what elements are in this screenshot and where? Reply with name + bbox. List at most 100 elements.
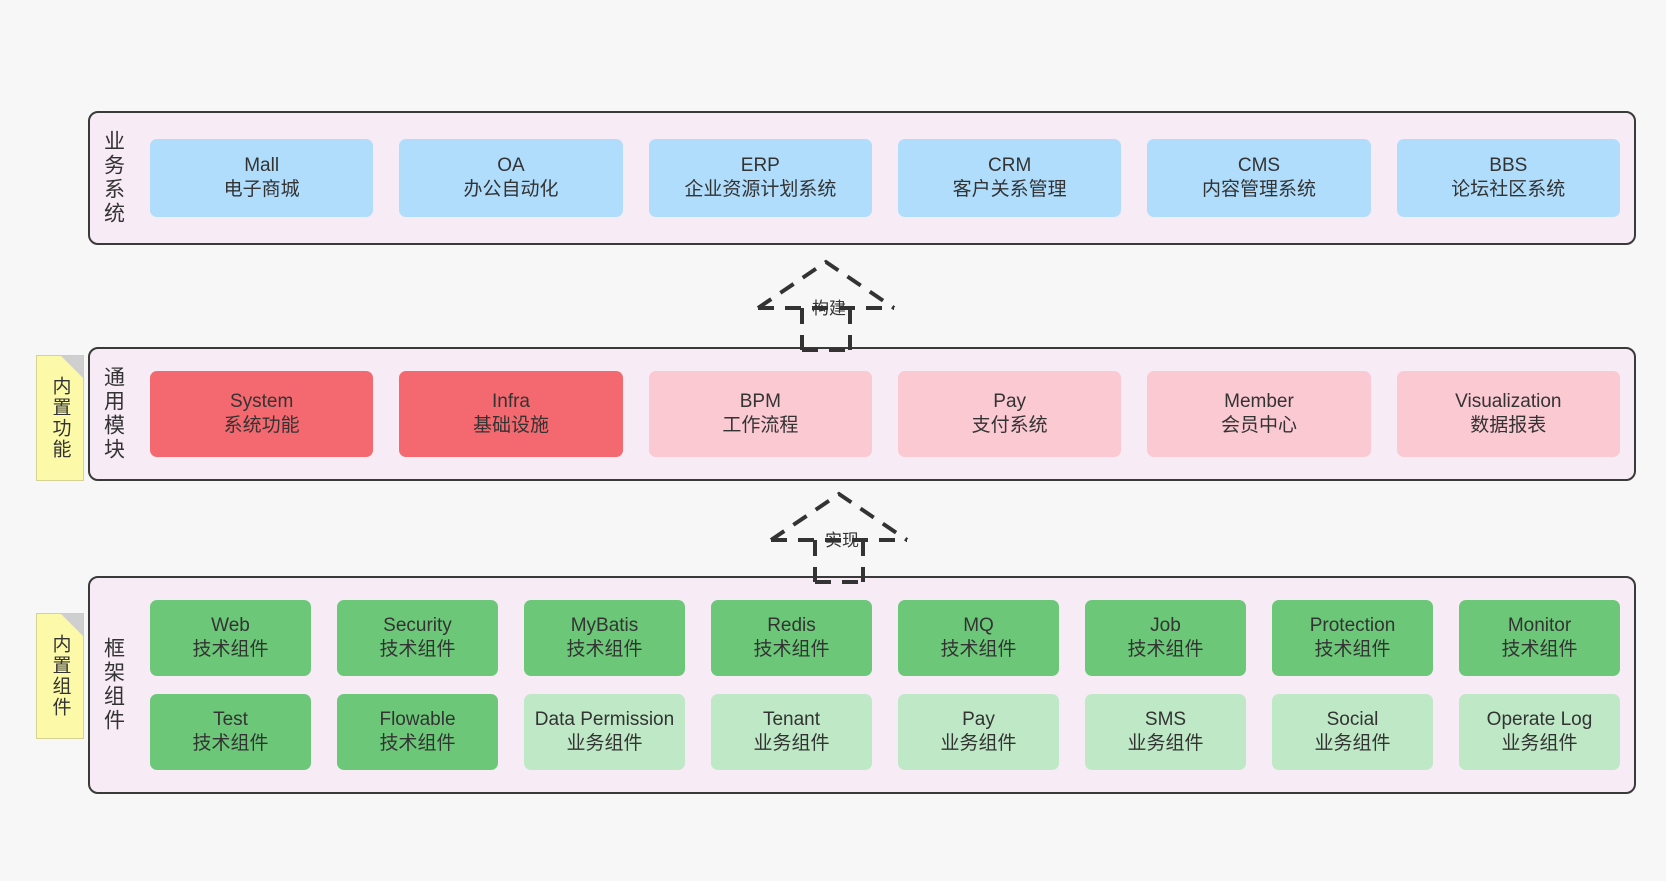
card-title-en: MQ <box>963 614 994 636</box>
connector-build-label: 构建 <box>812 299 846 318</box>
card-title-en: CMS <box>1237 154 1281 176</box>
business-card-oa[interactable]: OA 办公自动化 <box>399 139 623 217</box>
card-title-en: Pay <box>962 708 995 730</box>
card-title-cn: 业务组件 <box>1127 733 1204 754</box>
card-title-en: OA <box>497 154 525 176</box>
connector-realize: 实现 <box>763 488 953 584</box>
card-title-en: Data Permission <box>534 708 675 730</box>
business-card-cms[interactable]: CMS 内容管理系统 <box>1147 139 1371 217</box>
business-card-bbs[interactable]: BBS 论坛社区系统 <box>1396 139 1620 217</box>
card-title-en: Job <box>1150 614 1181 636</box>
card-title-en: Tenant <box>762 708 821 730</box>
card-title-en: Mall <box>244 154 280 176</box>
card-title-cn: 技术组件 <box>753 639 830 660</box>
card-title-en: Visualization <box>1455 390 1562 412</box>
card-title-en: Web <box>211 614 250 636</box>
framework-card-job[interactable]: Job 技术组件 <box>1085 600 1246 676</box>
card-title-en: Redis <box>767 614 816 636</box>
card-title-cn: 业务组件 <box>566 733 643 754</box>
card-title-en: System <box>229 390 294 412</box>
module-card-visualization[interactable]: Visualization 数据报表 <box>1396 371 1620 457</box>
connector-build: 构建 <box>750 256 940 352</box>
card-title-en: Protection <box>1309 614 1396 636</box>
framework-card-web[interactable]: Web 技术组件 <box>150 600 311 676</box>
framework-card-test[interactable]: Test 技术组件 <box>150 694 311 770</box>
card-title-cn: 办公自动化 <box>463 179 559 200</box>
card-title-cn: 工作流程 <box>722 415 799 436</box>
framework-card-tenant[interactable]: Tenant 业务组件 <box>711 694 872 770</box>
card-title-cn: 技术组件 <box>566 639 643 660</box>
card-title-cn: 支付系统 <box>971 415 1048 436</box>
card-title-en: Monitor <box>1507 614 1572 636</box>
module-card-bpm[interactable]: BPM 工作流程 <box>648 371 872 457</box>
framework-card-sms[interactable]: SMS 业务组件 <box>1085 694 1246 770</box>
module-card-system[interactable]: System 系统功能 <box>150 371 374 457</box>
card-title-en: Social <box>1326 708 1379 730</box>
framework-card-mq[interactable]: MQ 技术组件 <box>898 600 1059 676</box>
card-title-cn: 内容管理系统 <box>1201 179 1316 200</box>
card-title-cn: 技术组件 <box>1127 639 1204 660</box>
card-title-cn: 企业资源计划系统 <box>684 179 837 200</box>
module-card-pay[interactable]: Pay 支付系统 <box>897 371 1122 457</box>
card-title-cn: 业务组件 <box>753 733 830 754</box>
card-title-en: Infra <box>491 390 530 412</box>
layer-common-modules-label: 通用模块 <box>101 366 125 462</box>
card-title-cn: 论坛社区系统 <box>1451 179 1566 200</box>
framework-card-operate-log[interactable]: Operate Log 业务组件 <box>1459 694 1620 770</box>
business-card-erp[interactable]: ERP 企业资源计划系统 <box>648 139 872 217</box>
realize-arrow-icon <box>769 491 909 584</box>
card-title-cn: 技术组件 <box>940 639 1017 660</box>
card-title-cn: 技术组件 <box>1501 639 1578 660</box>
framework-card-redis[interactable]: Redis 技术组件 <box>711 600 872 676</box>
module-card-infra[interactable]: Infra 基础设施 <box>399 371 623 457</box>
card-title-en: Test <box>213 708 248 730</box>
framework-card-monitor[interactable]: Monitor 技术组件 <box>1459 600 1620 676</box>
layer-business-system: 业务系统 Mall 电子商城 OA 办公自动化 ERP 企业资源计划系统 CRM 客户关系管理… <box>88 111 1636 245</box>
card-title-en: Pay <box>993 390 1027 412</box>
card-title-cn: 技术组件 <box>192 733 269 754</box>
card-title-cn: 系统功能 <box>223 415 300 436</box>
framework-card-data-permission[interactable]: Data Permission 业务组件 <box>524 694 685 770</box>
card-title-cn: 技术组件 <box>379 639 456 660</box>
framework-card-social[interactable]: Social 业务组件 <box>1272 694 1433 770</box>
layer-common-modules: 通用模块 System 系统功能 Infra 基础设施 BPM 工作流程 Pay 支付系统 Me… <box>88 347 1636 481</box>
module-card-member[interactable]: Member 会员中心 <box>1147 371 1371 457</box>
framework-card-security[interactable]: Security 技术组件 <box>337 600 498 676</box>
business-card-crm[interactable]: CRM 客户关系管理 <box>897 139 1122 217</box>
card-title-en: CRM <box>988 154 1032 176</box>
card-title-cn: 基础设施 <box>472 415 549 436</box>
layer-framework-components-label: 框架组件 <box>101 637 125 733</box>
card-title-en: Flowable <box>379 708 456 730</box>
card-title-cn: 业务组件 <box>1314 733 1391 754</box>
card-title-cn: 会员中心 <box>1220 415 1297 436</box>
card-title-cn: 数据报表 <box>1470 415 1547 436</box>
card-title-en: Member <box>1224 390 1294 412</box>
card-title-cn: 客户关系管理 <box>952 179 1067 200</box>
framework-card-mybatis[interactable]: MyBatis 技术组件 <box>524 600 685 676</box>
sticky-note-builtin-function: 内置功能 <box>36 355 84 481</box>
layer-common-modules-body: System 系统功能 Infra 基础设施 BPM 工作流程 Pay 支付系统 Member 会… <box>136 349 1634 479</box>
layer-business-system-body: Mall 电子商城 OA 办公自动化 ERP 企业资源计划系统 CRM 客户关系管理 CMS 内容… <box>136 113 1634 243</box>
card-title-en: Operate Log <box>1486 708 1593 730</box>
card-title-cn: 业务组件 <box>1501 733 1578 754</box>
card-title-en: SMS <box>1144 708 1187 730</box>
common-modules-row: System 系统功能 Infra 基础设施 BPM 工作流程 Pay 支付系统 Member 会… <box>150 371 1620 457</box>
card-title-en: BPM <box>739 390 781 412</box>
business-system-row: Mall 电子商城 OA 办公自动化 ERP 企业资源计划系统 CRM 客户关系管理 CMS 内容… <box>150 139 1620 217</box>
business-card-mall[interactable]: Mall 电子商城 <box>150 139 374 217</box>
card-title-en: Security <box>383 614 452 636</box>
layer-business-system-label: 业务系统 <box>101 130 125 226</box>
card-title-en: ERP <box>740 154 780 176</box>
build-arrow-icon <box>756 259 896 352</box>
card-title-en: BBS <box>1489 154 1528 176</box>
card-title-cn: 技术组件 <box>192 639 269 660</box>
card-title-en: MyBatis <box>570 614 639 636</box>
card-title-cn: 电子商城 <box>223 179 300 200</box>
